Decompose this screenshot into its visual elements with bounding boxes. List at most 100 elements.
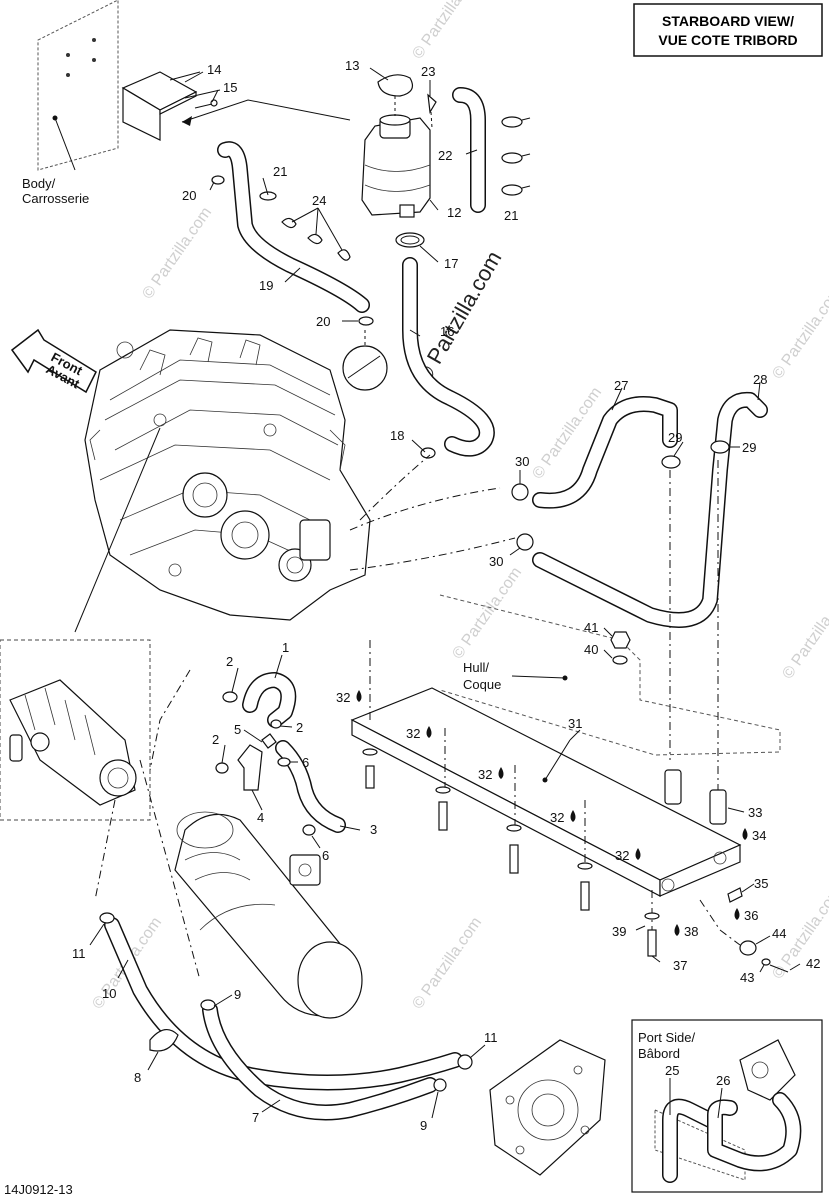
drop-icon [570, 810, 576, 822]
drop-icon [674, 924, 680, 936]
watermark-text: © Partzilla.com [449, 564, 525, 662]
callout-2: 2 [296, 720, 303, 735]
callout-30: 30 [515, 454, 529, 469]
callout-20: 20 [182, 188, 196, 203]
callout-15: 15 [223, 80, 237, 95]
port-side-inset: Port Side/ Bâbord [631, 1019, 823, 1193]
drop-icon [734, 908, 740, 920]
callout-32: 32 [478, 767, 492, 782]
callout-32: 32 [406, 726, 420, 741]
callout-4: 4 [257, 810, 264, 825]
callout-43: 43 [740, 970, 754, 985]
jet-pump-housing [489, 1039, 606, 1176]
callout-23: 23 [421, 64, 435, 79]
callout-22: 22 [438, 148, 452, 163]
hull-label-line-1: Hull/ [463, 660, 489, 675]
callout-32: 32 [550, 810, 564, 825]
port-side-label-line-1: Port Side/ [638, 1030, 695, 1045]
callout-42: 42 [806, 956, 820, 971]
callout-27: 27 [614, 378, 628, 393]
callout-numbers: 1 2 2 2 3 4 5 6 6 7 8 9 9 10 11 11 12 13… [72, 58, 820, 1133]
callout-25: 25 [665, 1063, 679, 1078]
callout-37: 37 [673, 958, 687, 973]
callout-30: 30 [489, 554, 503, 569]
callout-21: 21 [273, 164, 287, 179]
clamps-21-right [501, 116, 531, 196]
callout-38: 38 [684, 924, 698, 939]
hull-label-line-2: Coque [463, 677, 501, 692]
callout-44: 44 [772, 926, 786, 941]
base-plate-31 [350, 687, 742, 897]
drop-icon [498, 767, 504, 779]
callout-34: 34 [752, 828, 766, 843]
callout-9: 9 [234, 987, 241, 1002]
callout-21: 21 [504, 208, 518, 223]
screws-32 [362, 748, 660, 957]
callout-10: 10 [102, 986, 116, 1001]
body-label-line-2: Carrosserie [22, 191, 89, 206]
callout-1: 1 [282, 640, 289, 655]
watermark-text: © Partzilla.com [139, 204, 215, 302]
drawing-code: 14J0912-13 [4, 1182, 73, 1197]
clamps-21-24-left [259, 191, 351, 261]
callout-40: 40 [584, 642, 598, 657]
drop-icon [742, 828, 748, 840]
body-panel: Body/ Carrosserie [22, 0, 119, 206]
callout-28: 28 [753, 372, 767, 387]
callout-6: 6 [322, 848, 329, 863]
drop-icon [426, 726, 432, 738]
leader-lines [89, 67, 801, 1119]
muffler-assembly [174, 811, 363, 1019]
callout-19: 19 [259, 278, 273, 293]
front-direction-arrow: Front Avant [10, 328, 97, 394]
exhaust-detail-box [0, 639, 151, 821]
view-title-line-1: STARBOARD VIEW/ [662, 13, 794, 29]
view-title-box: STARBOARD VIEW/ VUE COTE TRIBORD [633, 3, 823, 57]
callout-18: 18 [390, 428, 404, 443]
callout-13: 13 [345, 58, 359, 73]
drop-icon [635, 848, 641, 860]
callout-16: 16 [440, 324, 454, 339]
callout-9: 9 [420, 1118, 427, 1133]
sealant-drop-icons [356, 690, 748, 936]
watermark-text: © Partzilla.com [769, 284, 829, 382]
callout-36: 36 [744, 908, 758, 923]
callout-11: 11 [484, 1030, 498, 1045]
callout-32: 32 [615, 848, 629, 863]
callout-2: 2 [226, 654, 233, 669]
callout-14: 14 [207, 62, 221, 77]
view-title-line-2: VUE COTE TRIBORD [658, 32, 797, 48]
callout-41: 41 [584, 620, 598, 635]
engine-illustration [84, 329, 371, 621]
coolant-reservoir [361, 74, 437, 218]
callout-32: 32 [336, 690, 350, 705]
callout-33: 33 [748, 805, 762, 820]
callout-29: 29 [668, 430, 682, 445]
callout-12: 12 [447, 205, 461, 220]
callout-7: 7 [252, 1110, 259, 1125]
watermark-text: © Partzilla.com [409, 0, 485, 62]
bracket-part-14 [121, 71, 221, 141]
port-side-label-line-2: Bâbord [638, 1046, 680, 1061]
callout-35: 35 [754, 876, 768, 891]
callout-11: 11 [72, 946, 86, 961]
callout-2: 2 [212, 732, 219, 747]
body-label-line-1: Body/ [22, 176, 56, 191]
callout-39: 39 [612, 924, 626, 939]
callout-26: 26 [716, 1073, 730, 1088]
callout-24: 24 [312, 193, 326, 208]
callout-20: 20 [316, 314, 330, 329]
drop-icon [356, 690, 362, 702]
callout-29: 29 [742, 440, 756, 455]
watermark-text: © Partzilla.com [779, 584, 829, 682]
clamp-17 [395, 232, 425, 248]
callout-17: 17 [444, 256, 458, 271]
callout-3: 3 [370, 822, 377, 837]
callout-6: 6 [302, 755, 309, 770]
callout-5: 5 [234, 722, 241, 737]
callout-31: 31 [568, 716, 582, 731]
watermark-text: © Partzilla.com [409, 914, 485, 1012]
callout-8: 8 [134, 1070, 141, 1085]
